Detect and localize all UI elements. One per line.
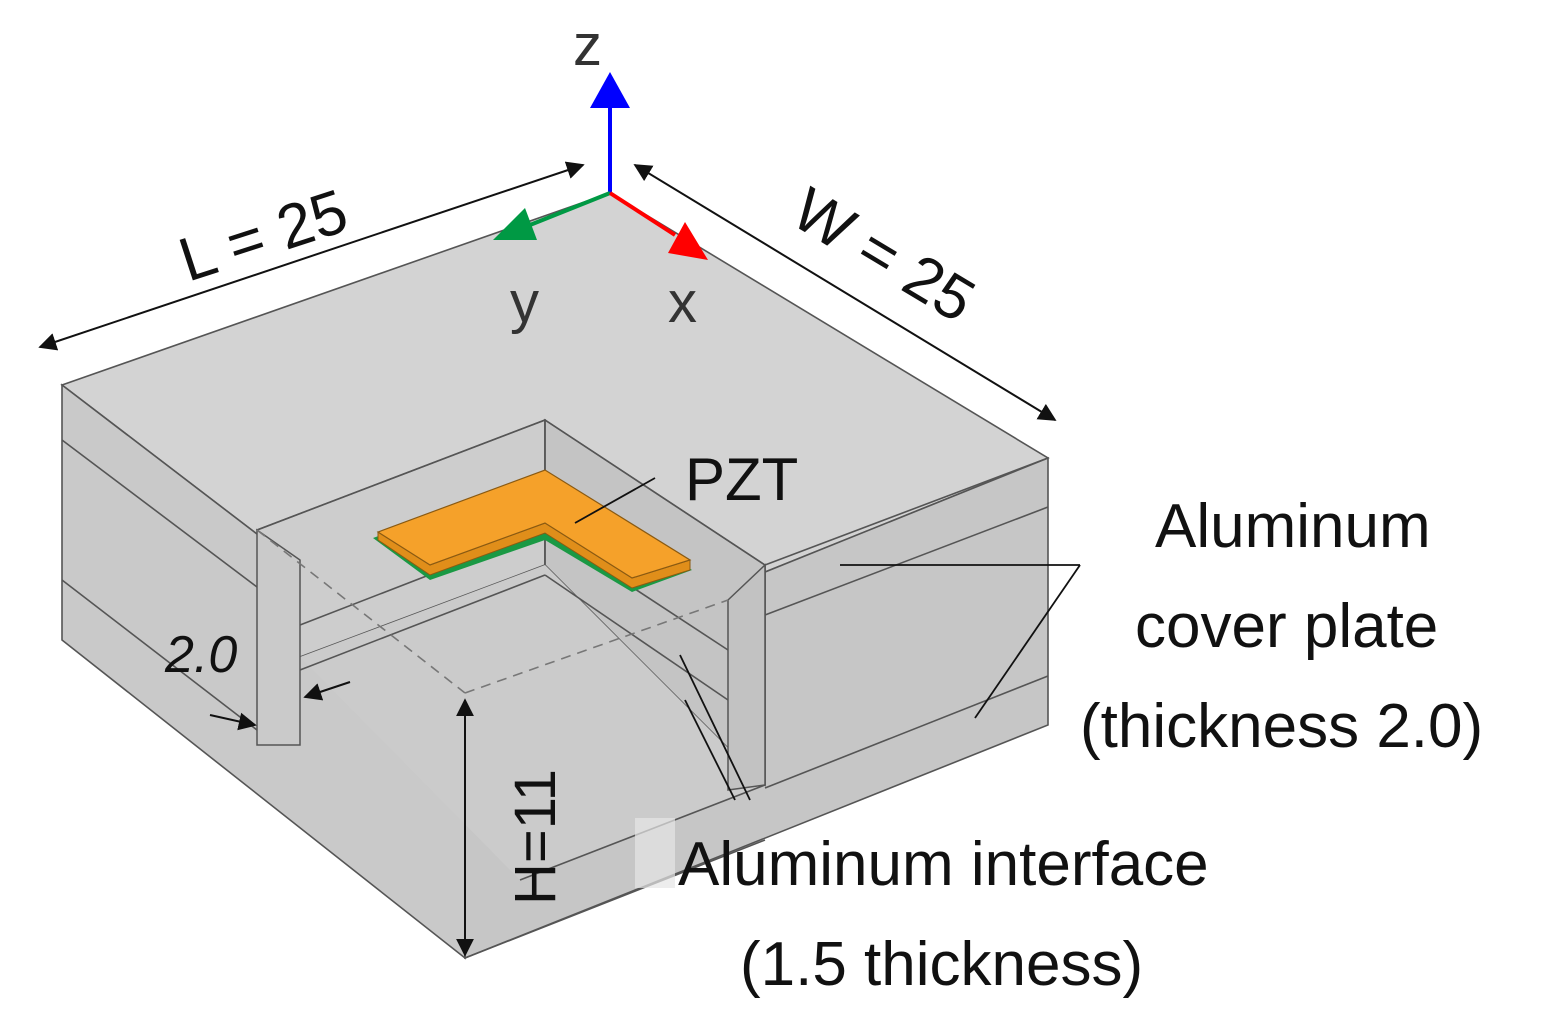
pzt-callout: PZT bbox=[574, 446, 798, 524]
dimension-wall: 2.0 bbox=[164, 626, 351, 731]
cover-plate-callout: Aluminum cover plate (thickness 2.0) bbox=[840, 492, 1483, 761]
hidden-edges bbox=[256, 529, 729, 694]
interface-label-line2: (1.5 thickness) bbox=[740, 930, 1143, 999]
cover-label-line1: Aluminum bbox=[1155, 492, 1431, 561]
left-wall-post bbox=[256, 528, 301, 746]
length-label: L = 25 bbox=[171, 177, 356, 296]
interface-label-line1: Aluminum interface bbox=[678, 830, 1209, 899]
y-arrowhead bbox=[493, 208, 537, 240]
z-axis-label: z bbox=[573, 13, 602, 78]
pzt-top bbox=[376, 469, 692, 579]
cutaway-floor bbox=[300, 565, 765, 880]
pzt-label: PZT bbox=[685, 446, 798, 513]
x-axis-label: x bbox=[668, 270, 697, 335]
interface-callout: Aluminum interface (1.5 thickness) bbox=[635, 654, 1209, 999]
wall-thickness-label: 2.0 bbox=[164, 626, 237, 684]
right-wall-post bbox=[727, 563, 766, 791]
pzt-patch bbox=[373, 469, 692, 592]
width-label: W = 25 bbox=[781, 175, 986, 336]
y-axis-label: y bbox=[510, 270, 539, 335]
z-arrowhead bbox=[590, 72, 630, 108]
cover-label-line2: cover plate bbox=[1135, 592, 1438, 661]
height-label: H=11 bbox=[503, 769, 568, 905]
dimension-height: H=11 bbox=[456, 698, 568, 957]
cover-label-line3: (thickness 2.0) bbox=[1080, 692, 1483, 761]
